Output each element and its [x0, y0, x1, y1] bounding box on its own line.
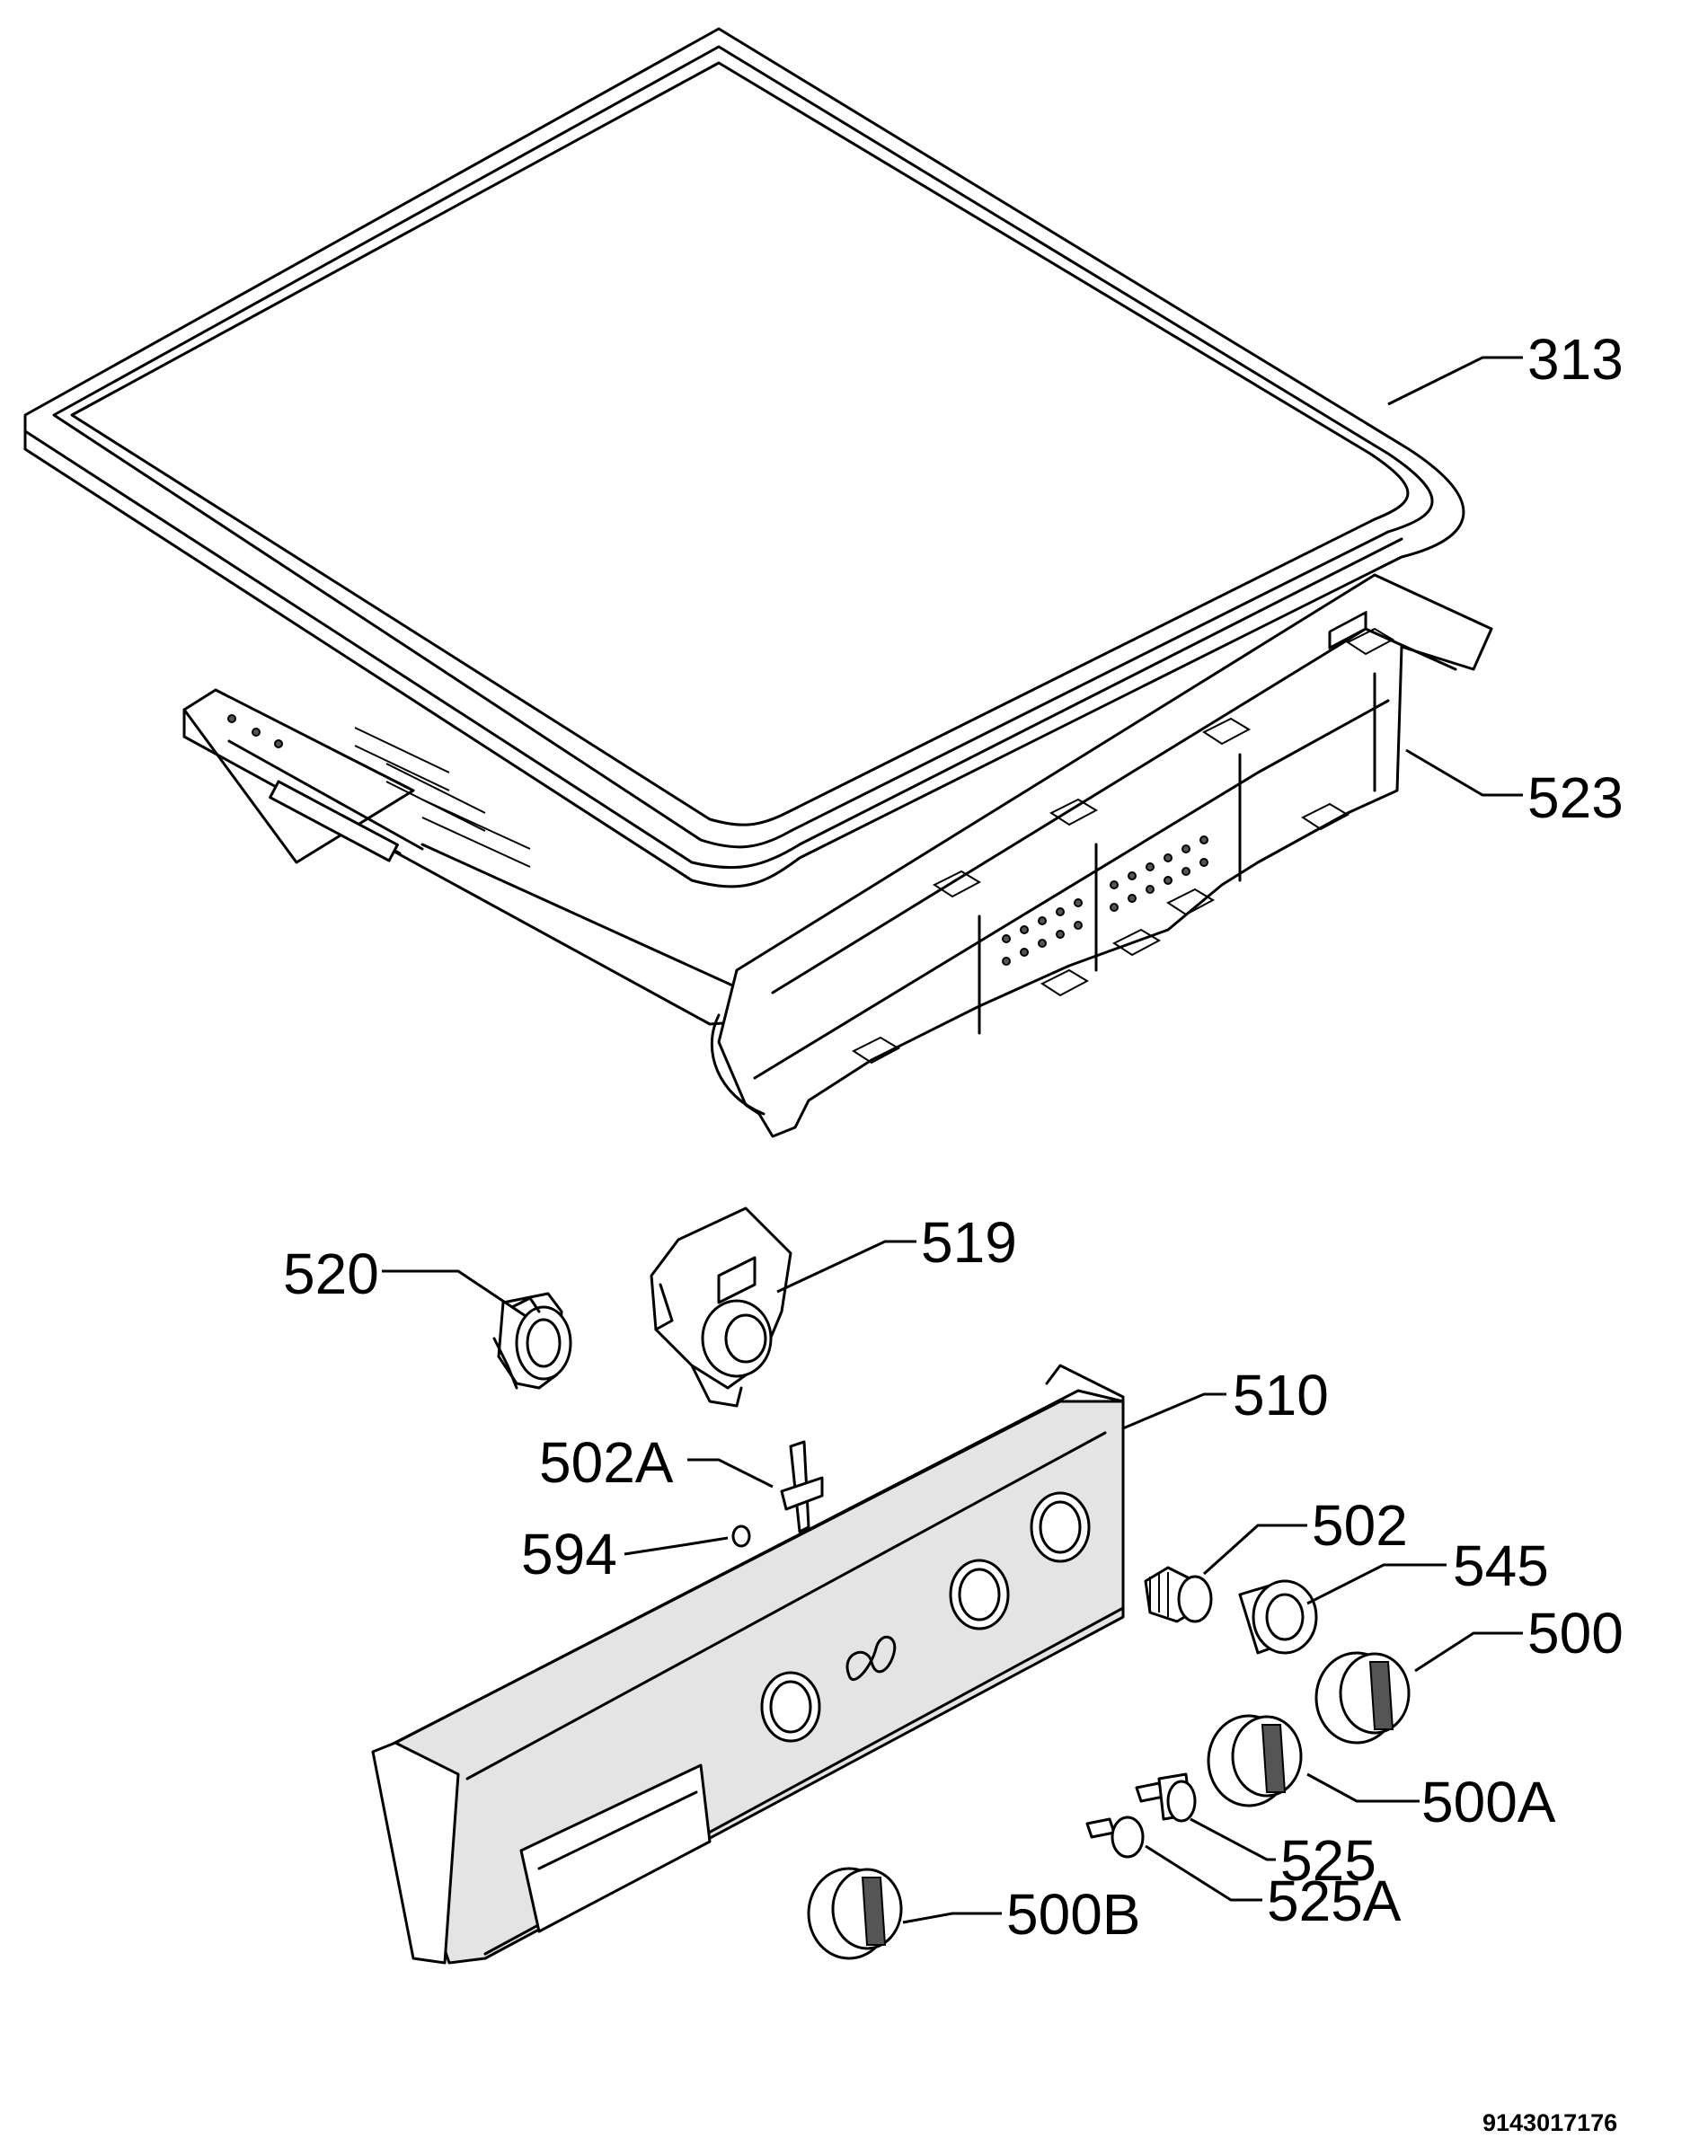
part-523-panel-frame — [182, 573, 1493, 1138]
document-code: 9143017176 — [1482, 2109, 1617, 2136]
part-525-button — [1135, 1772, 1197, 1823]
label-500B: 500B — [1006, 1882, 1140, 1947]
label-313: 313 — [1527, 327, 1624, 392]
label-523: 523 — [1527, 765, 1624, 830]
part-502-light-pipe — [1144, 1566, 1213, 1623]
leader-594 — [624, 1536, 729, 1556]
label-500A: 500A — [1421, 1770, 1556, 1834]
label-594: 594 — [521, 1522, 617, 1586]
leader-500A — [1306, 1772, 1420, 1803]
label-502A: 502A — [539, 1430, 674, 1495]
part-525A-button — [1085, 1816, 1145, 1859]
label-525A: 525A — [1267, 1869, 1402, 1933]
leader-502 — [1202, 1524, 1307, 1576]
part-500-knob — [1314, 1651, 1411, 1745]
part-500A-knob — [1207, 1714, 1303, 1807]
leader-lines — [382, 356, 1523, 1924]
leader-545 — [1306, 1563, 1447, 1605]
part-520-clip — [492, 1292, 572, 1390]
leader-502A — [687, 1458, 774, 1489]
label-519: 519 — [921, 1210, 1017, 1275]
part-519-bracket — [650, 1206, 792, 1408]
label-545: 545 — [1453, 1533, 1549, 1598]
part-labels: 313 523 520 519 510 502A 594 502 545 500… — [283, 327, 1624, 1947]
part-502A-lever — [780, 1440, 824, 1533]
label-502: 502 — [1312, 1493, 1408, 1558]
part-313-top-lid — [23, 27, 1465, 888]
label-520: 520 — [283, 1241, 379, 1306]
leader-313 — [1387, 356, 1523, 406]
label-510: 510 — [1233, 1363, 1329, 1427]
label-525: 525 — [1280, 1828, 1376, 1893]
leader-523 — [1405, 748, 1523, 797]
leader-519 — [776, 1240, 916, 1294]
leader-525 — [1190, 1817, 1276, 1861]
label-500: 500 — [1527, 1601, 1624, 1666]
leader-500 — [1414, 1631, 1523, 1673]
leader-520 — [382, 1269, 527, 1318]
part-500B-knob — [807, 1867, 903, 1960]
part-594-pin — [731, 1524, 751, 1548]
leader-510 — [1122, 1392, 1226, 1430]
leader-525A — [1145, 1844, 1262, 1902]
part-510-control-panel — [371, 1364, 1125, 1965]
leader-500B — [902, 1912, 1002, 1924]
part-545-lens-ring — [1238, 1579, 1318, 1655]
